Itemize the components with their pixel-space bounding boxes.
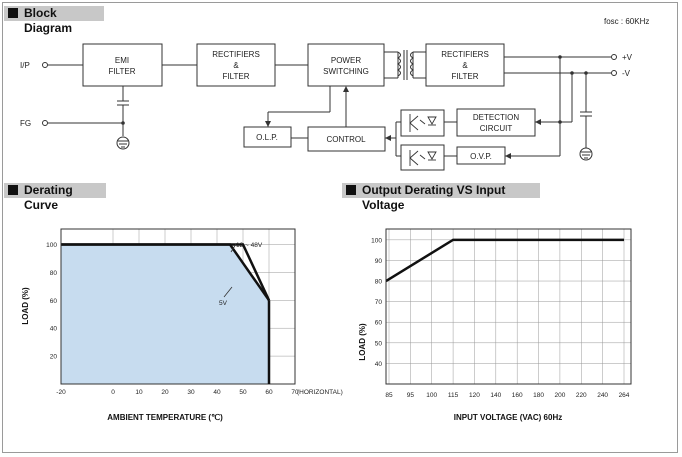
chart2-x-tick: 220 [576, 392, 587, 399]
plus-v-label: +V [622, 53, 633, 62]
chart2-ylabel: LOAD (%) [358, 323, 367, 361]
chart1-annotation-5v: 5V [219, 300, 228, 307]
chart2-y-tick: 50 [375, 340, 383, 347]
spec-frame [2, 2, 678, 453]
derating-curve-heading: Derating Curve [4, 183, 106, 212]
chart1-x-tick: 70 [291, 389, 299, 396]
chart1-xlabel: AMBIENT TEMPERATURE (℃) [107, 413, 223, 422]
rectifiers2-line3: FILTER [452, 72, 479, 81]
rectifiers1-line2: & [233, 61, 239, 70]
transformer-icon [397, 50, 414, 80]
olp-label: O.L.P. [256, 133, 278, 142]
rectifiers2-line1: RECTIFIERS [441, 50, 489, 59]
detection-line2: CIRCUIT [480, 124, 513, 133]
chart1-plot-border [60, 228, 296, 385]
chart1-x-tick: 0 [111, 389, 115, 396]
chart1-x-tick: 60 [265, 389, 273, 396]
chart1-y-tick: 60 [50, 298, 58, 305]
chart2-x-tick: 100 [426, 392, 437, 399]
chart2-x-tick: 200 [554, 392, 565, 399]
chart1-x-tick: 10 [135, 389, 143, 396]
chart1-safe-area [61, 244, 269, 384]
chart2-x-tick: 120 [469, 392, 480, 399]
rectifiers1-line1: RECTIFIERS [212, 50, 260, 59]
output-derating-title: Output Derating VS Input Voltage [362, 183, 506, 212]
optocoupler-icon [409, 114, 437, 166]
ovp-label: O.V.P. [470, 152, 492, 161]
chart1-y-tick: 80 [50, 270, 58, 277]
fg-label: FG [20, 119, 31, 128]
heading-square-icon [8, 8, 18, 18]
power-switching-line2: SWITCHING [323, 67, 369, 76]
chart2-y-tick: 60 [375, 320, 383, 327]
chart2-grid [386, 229, 631, 384]
chart2-series-line [385, 238, 624, 283]
heading-square-icon [8, 185, 18, 195]
chart2-x-tick: 140 [490, 392, 501, 399]
block-diagram-title: Block Diagram [24, 6, 73, 35]
block-diagram-heading: Block Diagram [4, 6, 104, 35]
control-label: CONTROL [326, 135, 366, 144]
chart2-x-tick: 160 [512, 392, 523, 399]
fosc-label: fosc : 60KHz [604, 17, 649, 26]
chart1-x-tick: 50 [239, 389, 247, 396]
chart2-x-tick: 115 [448, 392, 459, 399]
chart2-y-tick: 90 [375, 258, 383, 265]
chart2-x-tick: 264 [619, 392, 630, 399]
minus-v-label: -V [622, 69, 631, 78]
chart2-x-tick: 85 [385, 392, 393, 399]
chart2-plot-border [385, 228, 632, 385]
rectifiers1-line3: FILTER [223, 72, 250, 81]
chart2-x-tick: 95 [407, 392, 415, 399]
chart2-x-tick: 240 [597, 392, 608, 399]
chart1-x-tick: 30 [187, 389, 195, 396]
chart1-y-tick: 20 [50, 354, 58, 361]
chart2-x-tick: 180 [533, 392, 544, 399]
emi-filter-line1: EMI [115, 56, 129, 65]
block-diagram: fosc : 60KHz I/P FG EMI FILTER RECTIFIER… [20, 17, 649, 171]
chart2-y-tick: 80 [375, 279, 383, 286]
ip-label: I/P [20, 61, 30, 70]
chart1-x-tick: -20 [56, 389, 66, 396]
chart1-ylabel: LOAD (%) [21, 287, 30, 325]
chart1-x-tick: 40 [213, 389, 221, 396]
chart1-series-5v [61, 243, 271, 302]
emi-filter-line2: FILTER [109, 67, 136, 76]
power-switching-line1: POWER [331, 56, 361, 65]
chart2-xlabel: INPUT VOLTAGE (VAC) 60Hz [454, 413, 562, 422]
chart1-horizontal-note: (HORIZONTAL) [297, 389, 343, 396]
chart1-y-tick: 40 [50, 326, 58, 333]
chart2-y-tick: 70 [375, 299, 383, 306]
output-derating-heading: Output Derating VS Input Voltage [342, 183, 540, 212]
chart1-x-tick: 20 [161, 389, 169, 396]
rectifiers2-line2: & [462, 61, 468, 70]
chart2-y-tick: 40 [375, 361, 383, 368]
chart2-y-tick: 100 [371, 237, 382, 244]
detection-line1: DETECTION [473, 113, 519, 122]
chart1-y-tick: 100 [46, 242, 57, 249]
chart1-annotation-12-48v: 12 ~ 48V [236, 242, 263, 249]
derating-curve-title: Derating Curve [24, 183, 73, 212]
heading-square-icon [346, 185, 356, 195]
